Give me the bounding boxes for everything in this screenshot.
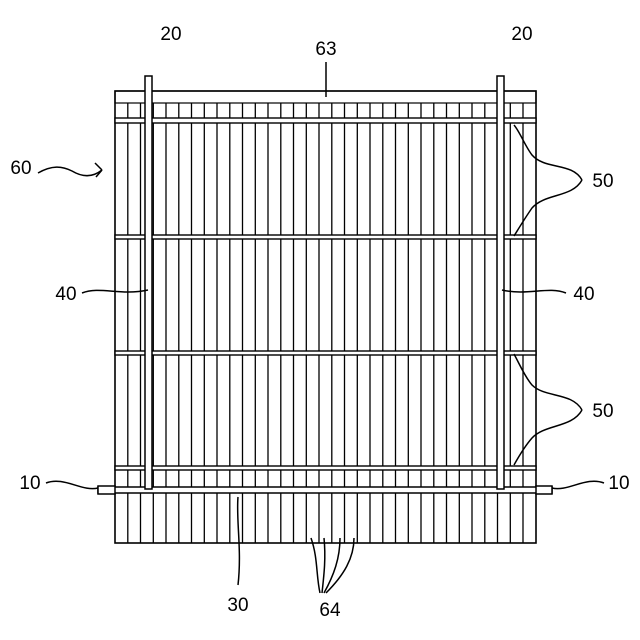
leader-64-b (322, 538, 325, 593)
leader-10-left (46, 481, 98, 488)
tab-10-left (98, 486, 115, 494)
horizontal-bar (115, 235, 536, 239)
label-60: 60 (10, 158, 31, 179)
horizontal-bar (115, 351, 536, 355)
label-64: 64 (319, 600, 341, 621)
label-40-right: 40 (573, 284, 594, 305)
wire-20-left (145, 76, 152, 489)
label-40-left: 40 (55, 284, 76, 305)
label-10-left: 10 (19, 473, 40, 494)
label-50-upper: 50 (592, 171, 613, 192)
label-10-right: 10 (608, 473, 629, 494)
label-63: 63 (315, 39, 336, 60)
label-30: 30 (227, 595, 248, 616)
arrow-60 (95, 163, 102, 177)
horizontal-bar (115, 118, 536, 123)
label-50-lower: 50 (592, 401, 613, 422)
leader-64-a (311, 538, 320, 593)
bottom-bar-30 (98, 487, 552, 493)
bottom-wiring-30 (98, 486, 552, 494)
leader-60 (38, 167, 102, 176)
label-20-right: 20 (511, 24, 532, 45)
leader-10-right (552, 481, 604, 488)
leader-64-c (324, 538, 340, 593)
horizontal-bar (115, 466, 536, 470)
module-outline (115, 91, 536, 543)
label-20-left: 20 (160, 24, 181, 45)
wire-20-right (497, 76, 504, 489)
tab-10-right (536, 486, 552, 494)
